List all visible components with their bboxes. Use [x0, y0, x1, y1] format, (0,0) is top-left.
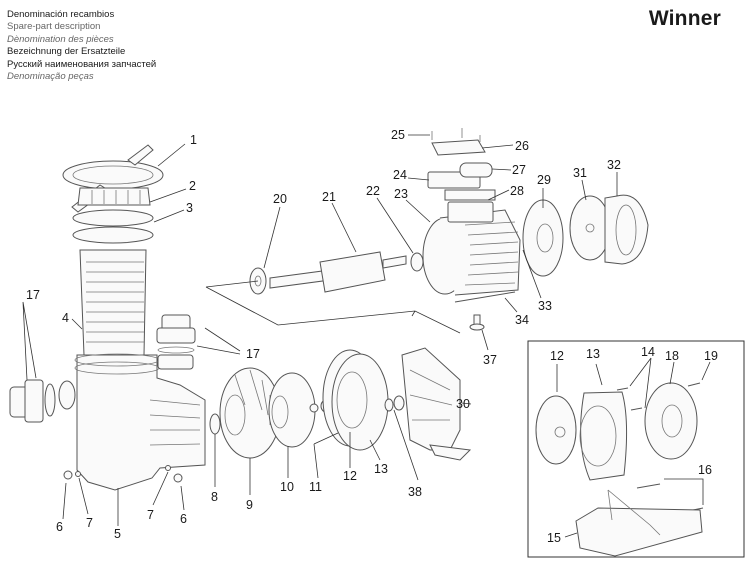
- rear-end-shield: [522, 199, 564, 277]
- callout-26: 26: [515, 139, 529, 153]
- lid-o-ring: [72, 209, 154, 244]
- terminal-gasket: [444, 189, 496, 201]
- callout-32: 32: [607, 158, 621, 172]
- callout-31: 31: [573, 166, 587, 180]
- callout-28: 28: [510, 184, 524, 198]
- motor-stator: [422, 201, 521, 296]
- callout-37: 37: [483, 353, 497, 367]
- inset-callout-19: 19: [704, 349, 718, 363]
- callout-24: 24: [393, 168, 407, 182]
- callout-6-left: 6: [56, 520, 63, 534]
- callout-4: 4: [62, 311, 69, 325]
- inset-callout-14: 14: [641, 345, 655, 359]
- strainer-basket: [79, 249, 147, 356]
- inset-base: [575, 507, 703, 557]
- rotor-shaft: [269, 251, 407, 293]
- impeller: [268, 372, 316, 448]
- callout-8: 8: [211, 490, 218, 504]
- inset-callout-16: 16: [698, 463, 712, 477]
- callout-17-right: 17: [246, 347, 260, 361]
- inset-o-ring: [535, 395, 577, 465]
- callout-7-left: 7: [86, 516, 93, 530]
- capacitor: [459, 162, 493, 178]
- pump-bracket: [401, 347, 472, 461]
- cover-screws: [431, 128, 481, 142]
- inset-callouts: 12 13 14 18 19 16 15: [547, 345, 718, 545]
- o-ring-8: [209, 413, 221, 435]
- callout-11: 11: [309, 480, 322, 494]
- inset-flange: [644, 382, 698, 460]
- callout-29: 29: [537, 173, 551, 187]
- callout-27: 27: [512, 163, 526, 177]
- callout-10: 10: [280, 480, 294, 494]
- callout-34: 34: [515, 313, 529, 327]
- callout-33: 33: [538, 299, 552, 313]
- inset-bolt-16a: [636, 483, 661, 489]
- assembly-line-left: [205, 280, 461, 334]
- callout-9: 9: [246, 498, 253, 512]
- inset-callout-18: 18: [665, 349, 679, 363]
- union-fitting-top: [156, 314, 196, 370]
- diffuser: [219, 367, 281, 459]
- inset-seal-plate: [580, 391, 628, 481]
- callout-30: 30: [456, 397, 470, 411]
- callout-21: 21: [322, 190, 336, 204]
- callout-1: 1: [190, 133, 197, 147]
- callout-25: 25: [391, 128, 405, 142]
- inset-callout-13: 13: [586, 347, 600, 361]
- inset-bolt-19: [687, 382, 701, 387]
- callout-17-left: 17: [26, 288, 40, 302]
- callout-20: 20: [273, 192, 287, 206]
- strainer-lid: [77, 187, 151, 206]
- drain-plug-right: [165, 465, 183, 483]
- callout-7-right: 7: [147, 508, 154, 522]
- callout-6-right: 6: [180, 512, 187, 526]
- inset-bolt-14a: [616, 387, 629, 391]
- cooling-fan: [569, 195, 611, 261]
- legend-english: Spare-part description: [7, 21, 101, 33]
- callout-13: 13: [374, 462, 388, 476]
- legend-spanish: Denominación recambios: [7, 9, 115, 20]
- motor-foot: [469, 314, 485, 331]
- legend-german: Bezeichnung der Ersatzteile: [7, 46, 126, 58]
- callout-12: 12: [343, 469, 357, 483]
- brand-title: Winner: [648, 7, 721, 30]
- callout-2: 2: [189, 179, 196, 193]
- callout-5: 5: [114, 527, 121, 541]
- callout-38: 38: [408, 485, 422, 499]
- parts-legend: Denominación recambios Spare-part descri…: [7, 9, 156, 83]
- legend-portuguese: Denominação peças: [7, 71, 94, 83]
- tie-rods: [454, 291, 516, 303]
- inset-alternate-assembly: [527, 340, 745, 558]
- legend-russian: Русский наименования запчастей: [7, 58, 157, 70]
- terminal-cover: [431, 139, 486, 156]
- callout-22: 22: [366, 184, 380, 198]
- fan-cover: [604, 194, 649, 265]
- callout-23: 23: [394, 187, 408, 201]
- drain-plug-left: [63, 470, 81, 480]
- mechanical-seal-38: [384, 395, 405, 412]
- callouts: 1 2 3 4 5 6 7 7 6 8 9 10 11 12 13 17 17 …: [22, 128, 621, 541]
- callout-3: 3: [186, 201, 193, 215]
- inset-bolt-14b: [630, 407, 643, 411]
- pump-body: [58, 353, 206, 491]
- inset-callout-15: 15: [547, 531, 561, 545]
- inset-callout-12: 12: [550, 349, 564, 363]
- bearing-22: [410, 252, 424, 272]
- union-fitting-left: [9, 379, 56, 423]
- legend-french: Dènomination des pièces: [7, 33, 114, 45]
